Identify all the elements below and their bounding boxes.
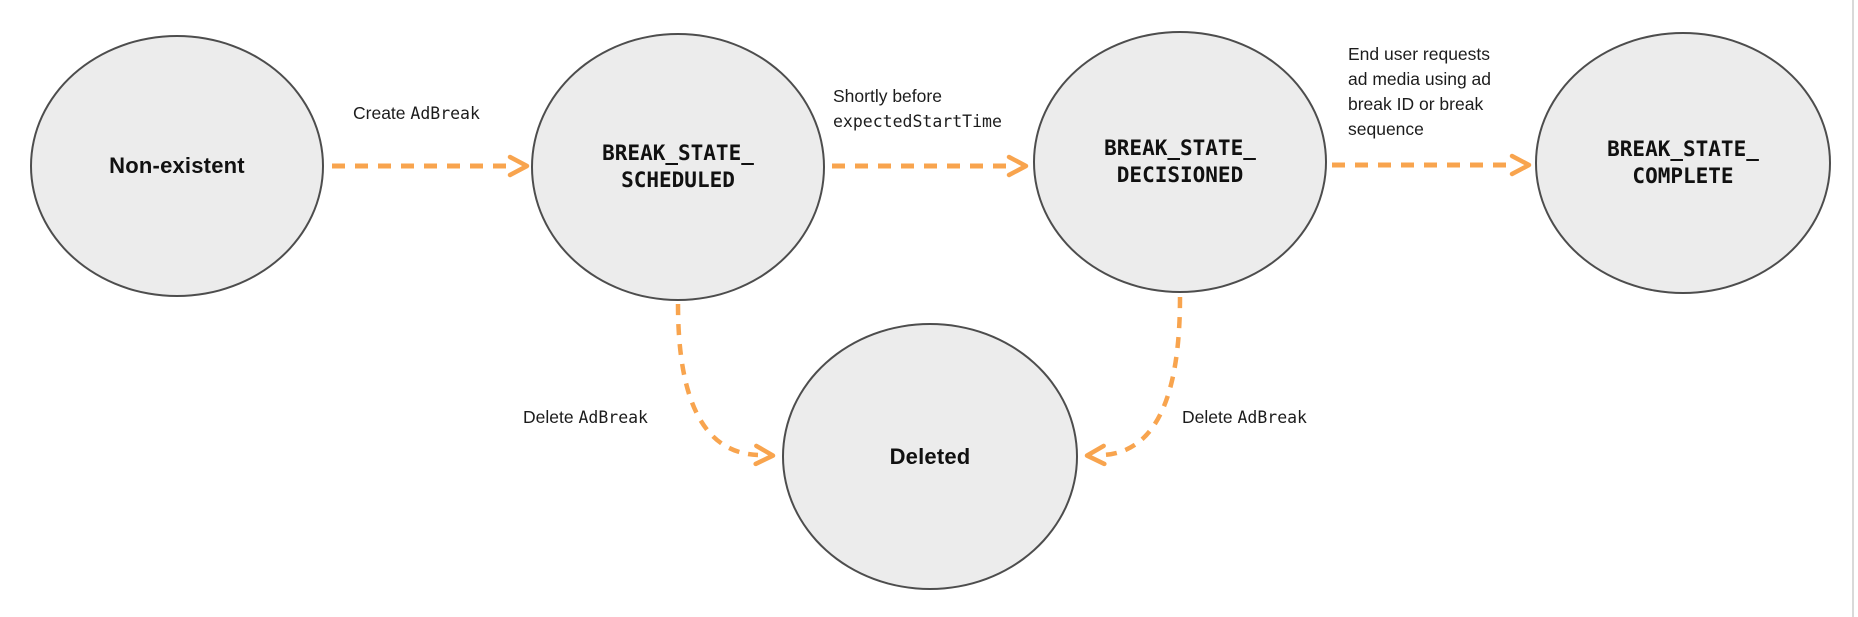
label-code-text: AdBreak [1237, 408, 1307, 427]
label-code-text: AdBreak [578, 408, 648, 427]
state-label-line2: COMPLETE [1632, 164, 1734, 188]
state-label-line2: DECISIONED [1116, 163, 1244, 187]
transition-delete-from-decisioned-arrow [1084, 296, 1183, 467]
transition-delete-from-scheduled-label: Delete AdBreak [523, 405, 648, 430]
page-edge-line [1852, 0, 1854, 617]
label-text: Delete [523, 407, 579, 427]
state-label-line1: BREAK_STATE_ [1607, 137, 1759, 161]
state-label-line1: BREAK_STATE_ [602, 141, 754, 165]
transition-delete-from-scheduled-arrow [675, 303, 776, 467]
transition-delete-from-decisioned-label: Delete AdBreak [1182, 405, 1307, 430]
state-label: Deleted [889, 443, 971, 469]
state-label: Non-existent [109, 153, 245, 178]
label-text-line2: ad media using ad [1348, 69, 1492, 89]
label-text-line1: End user requests [1348, 44, 1491, 64]
state-break-state-scheduled: BREAK_STATE_ SCHEDULED [531, 33, 825, 301]
label-code-text: expectedStartTime [833, 112, 1002, 131]
transition-end-user-requests-label: End user requests ad media using ad brea… [1348, 42, 1491, 142]
label-text-line3: break ID or break [1348, 94, 1484, 114]
label-text-line4: sequence [1348, 119, 1424, 139]
state-label-line2: SCHEDULED [621, 168, 735, 192]
transition-create-adbreak-label: Create AdBreak [353, 101, 480, 126]
state-non-existent: Non-existent [30, 35, 324, 297]
state-break-state-decisioned: BREAK_STATE_ DECISIONED [1033, 31, 1327, 293]
state-deleted: Deleted [782, 323, 1078, 590]
label-text: Shortly before [833, 86, 942, 106]
label-text: Delete [1182, 407, 1238, 427]
label-code-text: AdBreak [410, 104, 480, 123]
transition-shortly-before-label: Shortly before expectedStartTime [833, 84, 1002, 134]
state-label-line1: BREAK_STATE_ [1104, 136, 1256, 160]
label-text: Create [353, 103, 411, 123]
state-break-state-complete: BREAK_STATE_ COMPLETE [1535, 32, 1831, 294]
